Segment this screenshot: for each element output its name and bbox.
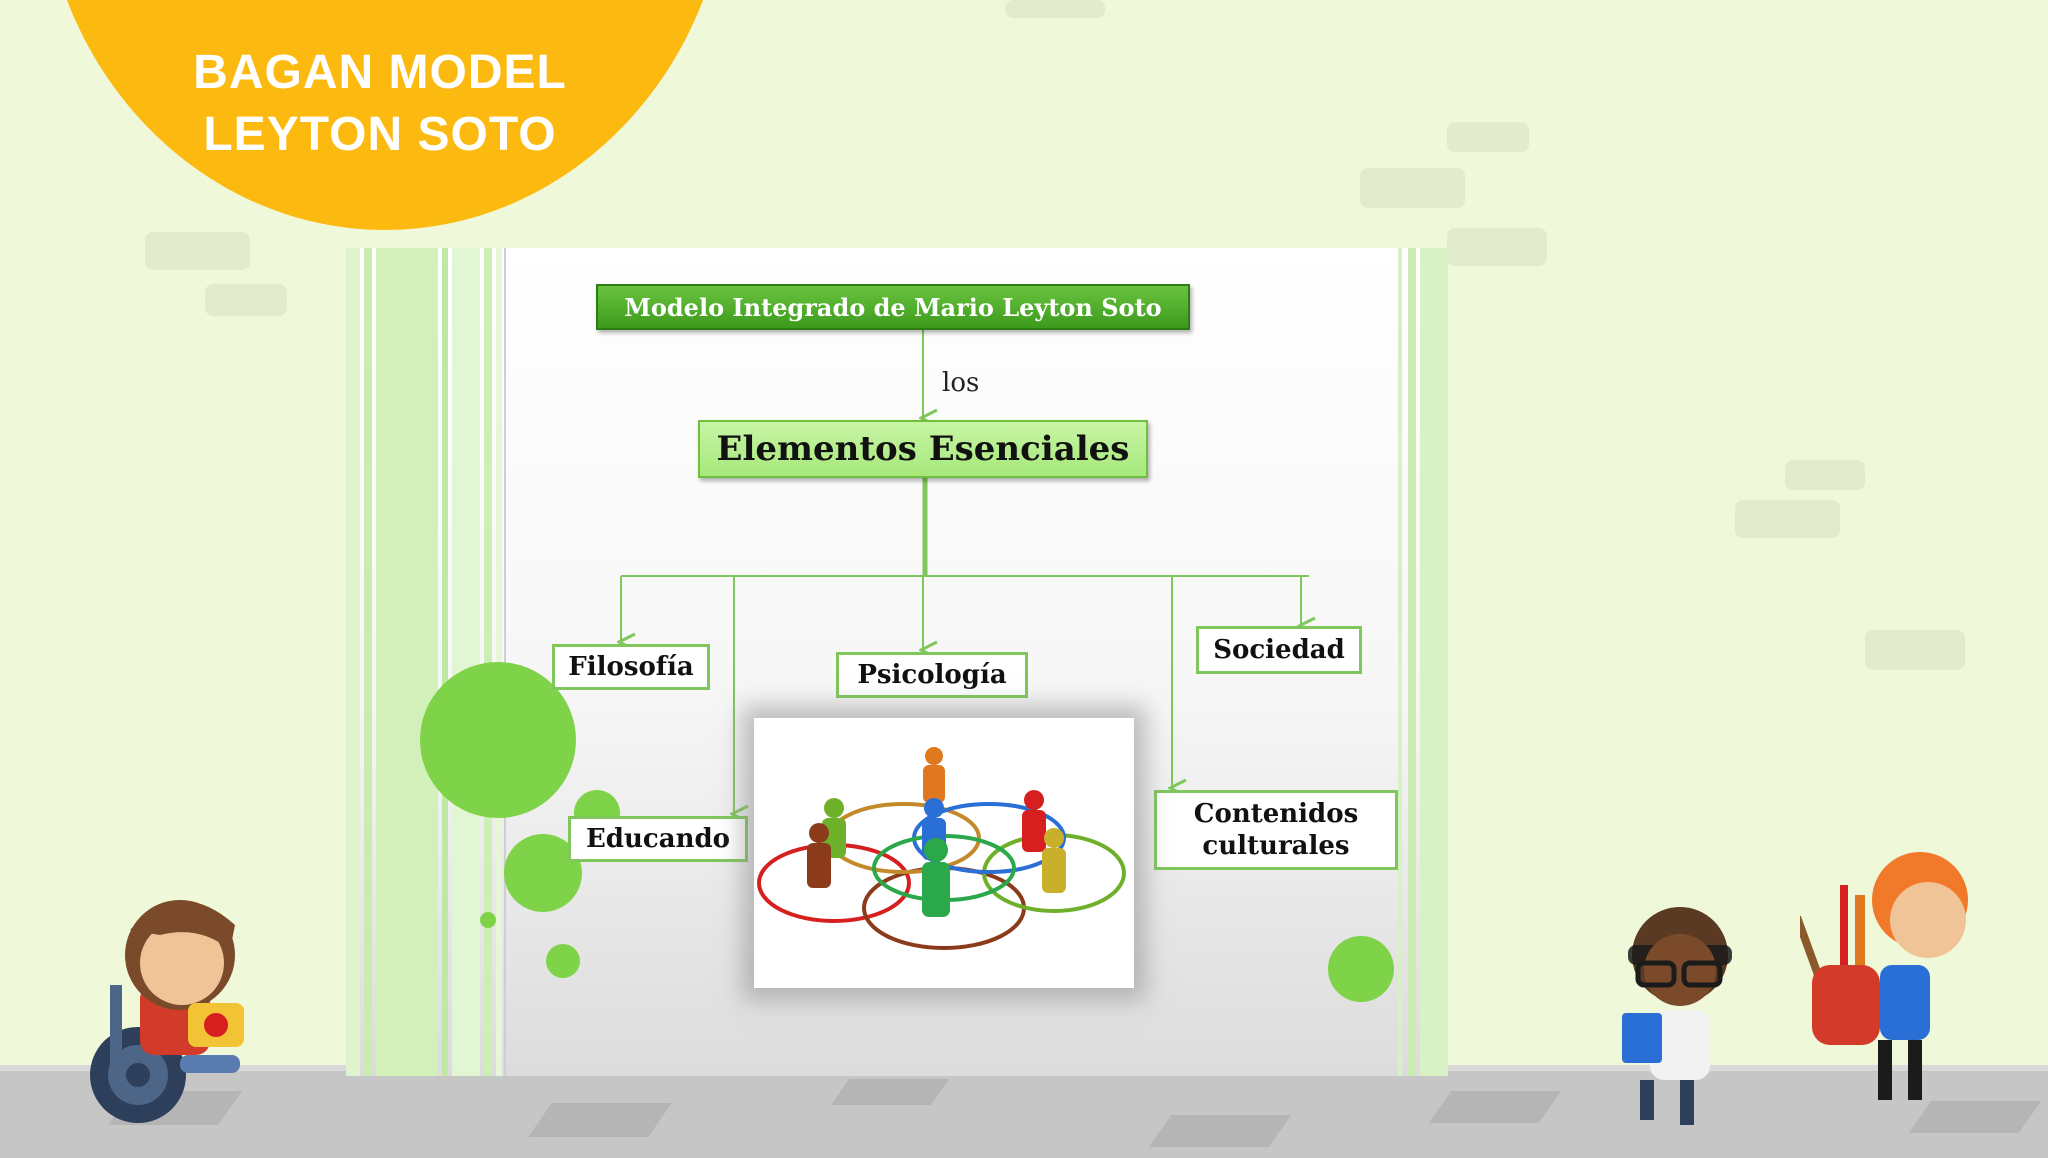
stripe: [1408, 248, 1416, 1076]
diagram-connectors: [346, 330, 1448, 1076]
background-brick: [1447, 122, 1529, 152]
stripe: [452, 248, 480, 1076]
connector-label: los: [942, 368, 980, 398]
child-wheelchair-illustration: [90, 900, 244, 1123]
road-tile: [830, 1079, 950, 1105]
background-brick: [1785, 460, 1865, 490]
model-title-node: Modelo Integrado de Mario Leyton Soto: [596, 284, 1190, 330]
child-backpack-illustration: [1800, 852, 1968, 1100]
background-brick: [145, 232, 250, 270]
essential-elements-node: Elementos Esenciales: [698, 420, 1148, 478]
filosofia-node: Filosofía: [552, 644, 710, 690]
stripe: [346, 248, 360, 1076]
contenidos-line-1: Contenidos: [1193, 799, 1359, 829]
background-brick: [205, 284, 287, 316]
background-brick: [1360, 168, 1465, 208]
road-tile: [1428, 1091, 1562, 1123]
child-glasses-book-illustration: [1622, 907, 1732, 1125]
stripe: [1420, 248, 1448, 1076]
background-brick: [1735, 500, 1840, 538]
decorative-circle: [480, 912, 496, 928]
diagram-slide: Modelo Integrado de Mario Leyton Soto lo…: [346, 248, 1448, 1076]
title-line-2: LEYTON SOTO: [203, 108, 557, 161]
page-title: BAGAN MODEL LEYTON SOTO: [140, 42, 620, 166]
stripe: [1398, 248, 1402, 1076]
sociedad-node: Sociedad: [1196, 626, 1362, 674]
educando-node: Educando: [568, 816, 748, 862]
people-network-image: [754, 718, 1134, 988]
stripe: [364, 248, 372, 1076]
decorative-circle: [546, 944, 580, 978]
stripe: [376, 248, 438, 1076]
contenidos-line-2: culturales: [1202, 831, 1350, 861]
road-tile: [528, 1103, 672, 1137]
psicologia-node: Psicología: [836, 652, 1028, 698]
contenidos-culturales-node: Contenidos culturales: [1154, 790, 1398, 870]
background-brick: [1865, 630, 1965, 670]
stripe: [442, 248, 448, 1076]
road-tile: [1148, 1115, 1292, 1147]
decorative-circle: [420, 662, 576, 818]
people-network-graphic: [757, 747, 1126, 950]
background-brick: [1447, 228, 1547, 266]
background-brick: [1005, 0, 1105, 18]
decorative-circle: [1328, 936, 1394, 1002]
title-line-1: BAGAN MODEL: [193, 46, 567, 99]
